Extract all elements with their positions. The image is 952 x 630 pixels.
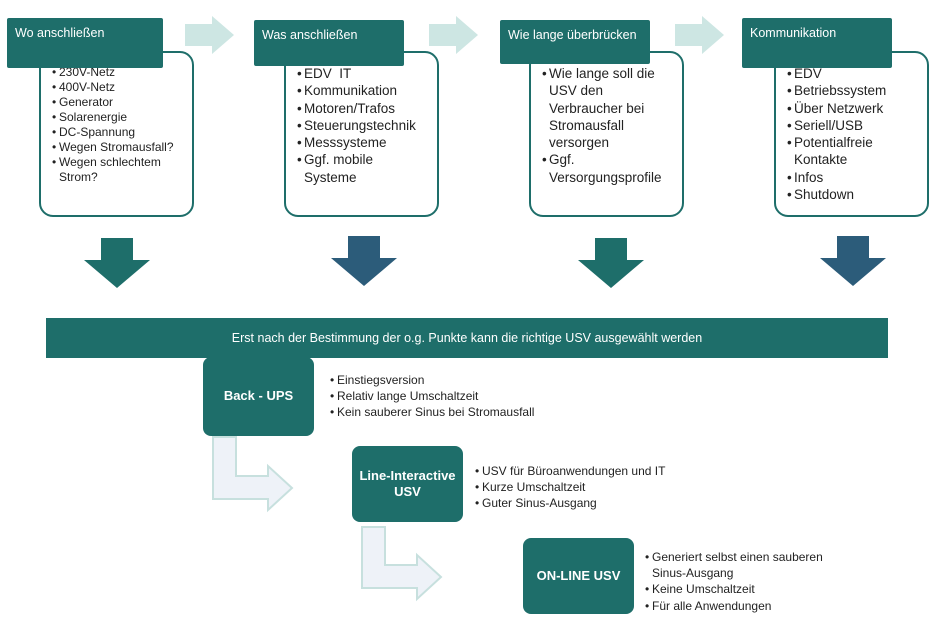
bent-arrow-1	[212, 436, 294, 513]
feature-item: Kurze Umschaltzeit	[475, 479, 735, 495]
column-item: Shutdown	[787, 186, 919, 204]
feature-item: USV für Büroanwendungen und IT	[475, 463, 735, 479]
feature-item: Keine Umschaltzeit	[645, 581, 845, 597]
down-arrow-1	[84, 238, 150, 288]
column-header-1: Wo anschließen	[7, 18, 163, 68]
selection-banner: Erst nach der Bestimmung der o.g. Punkte…	[46, 318, 888, 358]
column-item: Ggf. mobile Systeme	[297, 151, 400, 186]
column-header-3: Wie lange überbrücken	[500, 20, 650, 64]
column-item: 400V-Netz	[52, 80, 184, 95]
column-item: Kommunikation	[297, 82, 429, 100]
column-list-3: Wie lange soll die USV den Verbraucher b…	[542, 65, 677, 186]
column-list-1: 230V-Netz 400V-Netz Generator Solarenerg…	[52, 65, 184, 185]
column-item: Wegen Stromausfall?	[52, 140, 184, 155]
column-header-2: Was anschließen	[254, 20, 404, 66]
column-list-2: EDV IT Kommunikation Motoren/Trafos Steu…	[297, 65, 429, 186]
column-item: EDV	[787, 65, 919, 83]
column-item: Motoren/Trafos	[297, 100, 429, 118]
usv-type-online: ON-LINE USV	[523, 538, 634, 614]
column-item: Wie lange soll die USV den Verbraucher b…	[542, 65, 671, 151]
column-header-label: Was anschließen	[262, 28, 358, 42]
column-item: 230V-Netz	[52, 65, 184, 80]
right-arrow-2	[429, 16, 478, 54]
usv-type-label: Back - UPS	[223, 388, 294, 404]
column-item: Generator	[52, 95, 184, 110]
feature-item: Guter Sinus-Ausgang	[475, 495, 735, 511]
column-header-label: Wo anschließen	[15, 26, 105, 40]
usv-features-line-interactive: USV für Büroanwendungen und IT Kurze Ums…	[475, 463, 735, 512]
usv-type-line-interactive: Line-Interactive USV	[352, 446, 463, 522]
column-item: EDV IT	[297, 65, 429, 83]
down-arrow-3	[578, 238, 644, 288]
column-item: Potentialfreie Kontakte	[787, 134, 884, 169]
column-header-label: Wie lange überbrücken	[508, 28, 637, 42]
column-card-4: EDV Betriebssystem Über Netzwerk Seriell…	[774, 51, 929, 217]
column-item: Wegen schlechtem Strom?	[52, 155, 163, 185]
bent-arrow-2	[361, 526, 443, 602]
feature-item: Kein sauberer Sinus bei Stromausfall	[330, 404, 590, 420]
feature-item: Relativ lange Umschaltzeit	[330, 388, 590, 404]
usv-type-label: ON-LINE USV	[536, 567, 621, 583]
column-item: Infos	[787, 169, 919, 187]
column-item: Betriebssystem	[787, 82, 919, 100]
column-card-1: 230V-Netz 400V-Netz Generator Solarenerg…	[39, 51, 194, 217]
column-header-4: Kommunikation	[742, 18, 892, 68]
column-header-label: Kommunikation	[750, 26, 837, 40]
column-item: Solarenergie	[52, 110, 184, 125]
down-arrow-2	[331, 236, 397, 286]
feature-item: Einstiegsversion	[330, 372, 590, 388]
column-card-2: EDV IT Kommunikation Motoren/Trafos Steu…	[284, 51, 439, 217]
feature-item: Generiert selbst einen sauberen Sinus-Au…	[645, 549, 837, 581]
column-item: Seriell/USB	[787, 117, 919, 135]
column-item: Über Netzwerk	[787, 100, 919, 118]
column-card-3: Wie lange soll die USV den Verbraucher b…	[529, 51, 684, 217]
usv-type-label: Line-Interactive USV	[359, 467, 456, 499]
usv-features-online: Generiert selbst einen sauberen Sinus-Au…	[645, 549, 845, 614]
usv-type-back-ups: Back - UPS	[203, 357, 314, 436]
banner-text: Erst nach der Bestimmung der o.g. Punkte…	[231, 331, 703, 345]
column-item: Ggf. Versorgungsprofile	[542, 151, 677, 186]
feature-item: Für alle Anwendungen	[645, 598, 845, 614]
usv-features-back-ups: Einstiegsversion Relativ lange Umschaltz…	[330, 372, 590, 421]
column-item: DC-Spannung	[52, 125, 184, 140]
right-arrow-1	[185, 16, 234, 54]
right-arrow-3	[675, 16, 724, 54]
down-arrow-4	[820, 236, 886, 286]
column-item: Steuerungstechnik	[297, 117, 429, 135]
column-item: Messsysteme	[297, 134, 429, 152]
column-list-4: EDV Betriebssystem Über Netzwerk Seriell…	[787, 65, 919, 204]
